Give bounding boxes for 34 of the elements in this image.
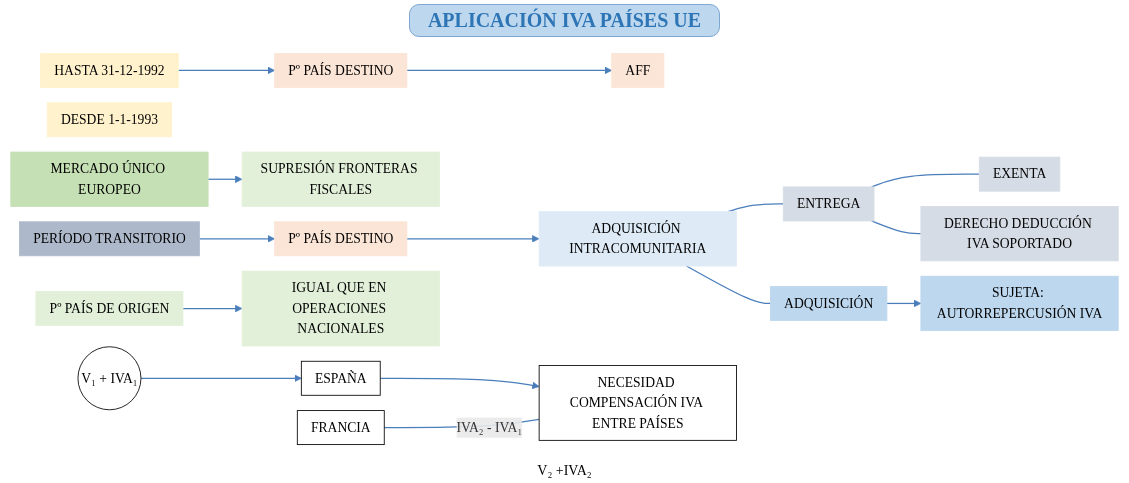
title: APLICACIÓN IVA PAÍSES UE bbox=[408, 4, 721, 37]
arrow bbox=[406, 235, 540, 243]
node-box: ENTREGA bbox=[782, 186, 875, 222]
node-box: MERCADO ÚNICO EUROPEO bbox=[10, 151, 209, 207]
arrow bbox=[886, 299, 922, 308]
node-box: IGUAL QUE EN OPERACIONES NACIONALES bbox=[241, 270, 440, 347]
arrow bbox=[379, 377, 540, 390]
note-text: V₂ +IVA₂ bbox=[537, 463, 592, 478]
node-box: ADQUISICIÓN INTRACOMUNITARIA bbox=[538, 211, 737, 267]
node-box: Pº PAÍS DE ORIGEN bbox=[35, 291, 184, 326]
node-box: SUPRESIÓN FRONTERAS FISCALES bbox=[241, 151, 440, 207]
connector bbox=[871, 173, 980, 188]
node-box: ADQUISICIÓN bbox=[770, 286, 888, 321]
edge-label: IVA₂ - IVA₁ bbox=[456, 419, 523, 435]
node-box: DERECHO DEDUCCIÓN IVA SOPORTADO bbox=[920, 206, 1119, 262]
node-box: PERÍODO TRANSITORIO bbox=[19, 221, 200, 257]
node-box: Pº PAÍS DESTINO bbox=[274, 52, 408, 88]
node-box: EXENTA bbox=[978, 156, 1061, 192]
node-box: SUJETA: AUTORREPERCUSIÓN IVA bbox=[920, 275, 1119, 332]
arrow bbox=[198, 235, 275, 243]
node-circle: V₁ + IVA₁ bbox=[77, 346, 142, 411]
connector bbox=[871, 220, 922, 235]
arrow bbox=[406, 66, 613, 75]
arrow bbox=[182, 304, 243, 313]
node-box: ESPAÑA bbox=[300, 360, 381, 396]
node-box: Pº PAÍS DESTINO bbox=[274, 221, 408, 257]
arrow bbox=[177, 66, 275, 75]
node-box: HASTA 31-12-1992 bbox=[40, 52, 179, 88]
arrow bbox=[207, 175, 243, 183]
node-box: FRANCIA bbox=[296, 410, 385, 446]
node-box: DESDE 1-1-1993 bbox=[46, 102, 173, 138]
node-box: NECESIDAD COMPENSACIÓN IVA ENTRE PAÍSES bbox=[538, 365, 737, 441]
node-box: AFF bbox=[611, 52, 665, 88]
arrow bbox=[140, 374, 302, 382]
